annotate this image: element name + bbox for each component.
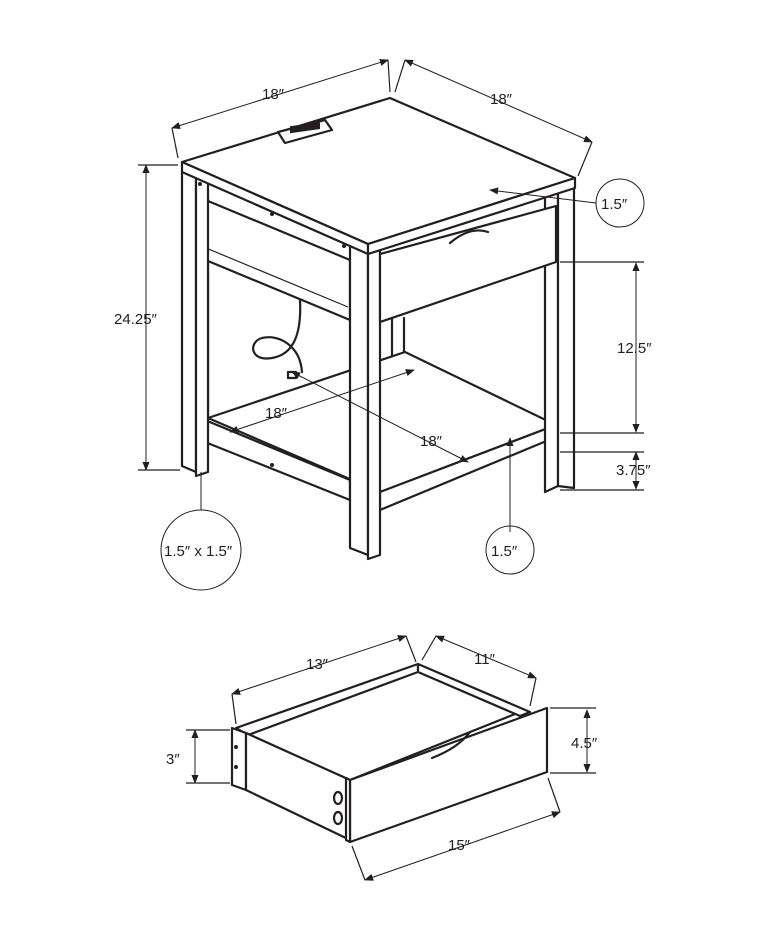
drawer-front-height-label: 4.5″ bbox=[571, 735, 598, 752]
table-top-front-edge bbox=[366, 176, 577, 256]
drawer-left-side-edge bbox=[230, 726, 248, 792]
drawer-dowel-hole-top bbox=[332, 790, 344, 806]
drawer-dimension-lines bbox=[186, 635, 596, 881]
table-dimension-lines bbox=[138, 58, 644, 532]
end-table-drawing bbox=[180, 96, 577, 561]
shelf-thickness-label: 1.5″ bbox=[491, 543, 518, 560]
shelf-thickness-callout bbox=[485, 525, 535, 575]
top-thickness-callout bbox=[595, 178, 645, 228]
table-drawer-front bbox=[378, 204, 558, 324]
leg-size-label: 1.5″ x 1.5″ bbox=[164, 543, 233, 560]
drawer-drawing bbox=[230, 662, 549, 844]
table-dimension-labels: 18″ 18″ 24.25″ 1.5″ 12.5″ 3.75″ 18″ 18″ … bbox=[114, 86, 652, 560]
drawer-side-height-label: 3″ bbox=[166, 751, 180, 768]
drawer-depth-label: 11″ bbox=[474, 651, 496, 668]
leg-size-callout bbox=[160, 509, 242, 591]
top-depth-label: 18″ bbox=[490, 91, 513, 108]
top-width-label: 18″ bbox=[262, 86, 285, 103]
power-cord bbox=[252, 298, 304, 374]
front-left-leg bbox=[180, 168, 198, 474]
front-corner-leg bbox=[348, 242, 370, 557]
drawer-dimension-labels: 13″ 11″ 3″ 4.5″ 15″ bbox=[166, 651, 598, 854]
drawer-front-pull-cutout bbox=[430, 730, 472, 760]
drawer-front-width-label: 15″ bbox=[448, 837, 471, 854]
shelf-depth-label: 18″ bbox=[420, 433, 443, 450]
drawer-width-label: 13″ bbox=[306, 656, 329, 673]
drawer-dowel-hole-bottom bbox=[332, 810, 344, 826]
drawer-space-label: 12.5″ bbox=[617, 340, 652, 357]
drawer-pull-cutout bbox=[448, 229, 490, 245]
shelf-width-label: 18″ bbox=[265, 405, 288, 422]
top-thickness-label: 1.5″ bbox=[601, 196, 628, 213]
height-label: 24.25″ bbox=[114, 311, 158, 328]
bottom-clearance-label: 3.75″ bbox=[616, 462, 651, 479]
